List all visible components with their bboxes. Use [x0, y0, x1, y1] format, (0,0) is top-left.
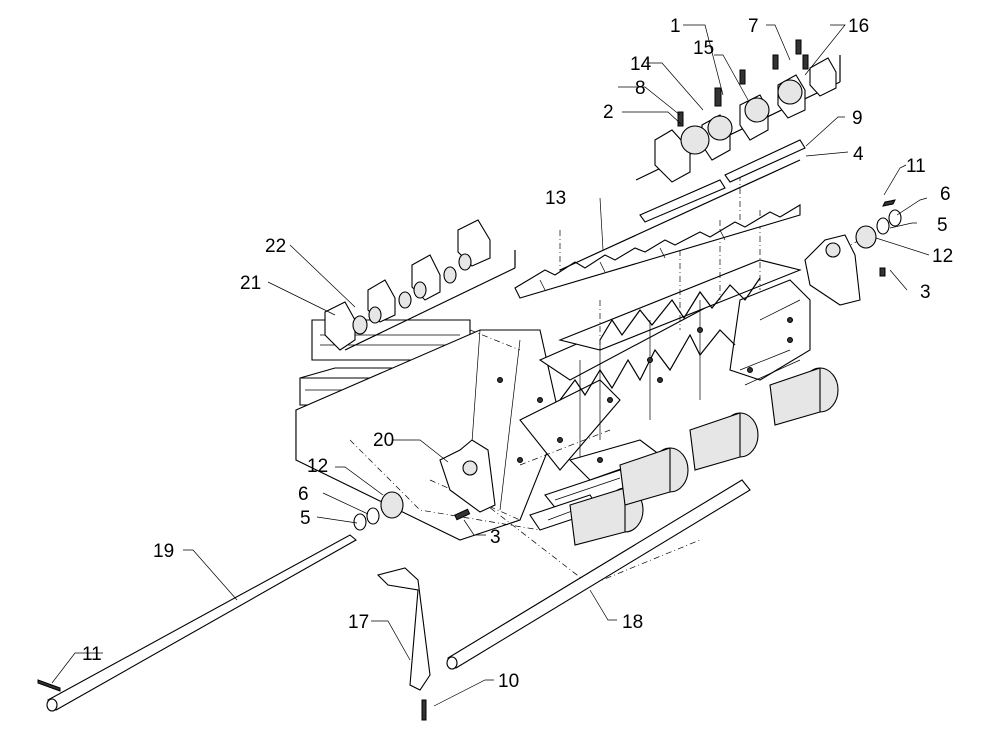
callout-3: 3: [920, 282, 931, 303]
callout-6: 6: [298, 484, 309, 505]
callout-21: 21: [240, 273, 261, 294]
finger-clips-parts-21-22: [324, 219, 516, 351]
callout-5: 5: [937, 215, 948, 236]
callout-2: 2: [603, 102, 614, 123]
bracket-part-20: [439, 439, 496, 513]
shaft-part-19: [37, 534, 357, 712]
callout-22: 22: [265, 236, 286, 257]
callout-18: 18: [622, 612, 643, 633]
callout-11: 11: [906, 156, 926, 177]
callout-4: 4: [853, 144, 864, 165]
callout-labels: 1 2 3 3 4 5 5 6 6 7 8 9 10 11 11 12 12 1…: [82, 16, 953, 692]
callout-9: 9: [852, 108, 863, 129]
bracket-right: [804, 199, 902, 306]
callout-8: 8: [635, 78, 646, 99]
rotor-plate-stack: [635, 39, 841, 183]
bearing-left: [353, 491, 471, 531]
callout-20: 20: [373, 430, 394, 451]
callout-17: 17: [348, 612, 369, 633]
callout-14: 14: [630, 54, 652, 75]
callout-6: 6: [940, 184, 951, 205]
callout-12: 12: [932, 246, 953, 267]
leader-lines: [51, 24, 930, 707]
callout-10: 10: [498, 671, 519, 692]
callout-11: 11: [82, 644, 102, 665]
serrated-bar-part-13: [514, 139, 806, 299]
lever-part-17: [376, 567, 431, 721]
callout-5: 5: [300, 508, 311, 529]
callout-7: 7: [748, 16, 759, 37]
callout-19: 19: [153, 541, 174, 562]
callout-3: 3: [490, 527, 501, 548]
callout-1: 1: [670, 16, 681, 37]
rod-part-18: [446, 479, 751, 670]
callout-16: 16: [848, 16, 869, 37]
callout-15: 15: [693, 38, 714, 59]
callout-12: 12: [307, 456, 328, 477]
main-frame-assembly: [295, 170, 861, 586]
callout-13: 13: [545, 188, 566, 209]
